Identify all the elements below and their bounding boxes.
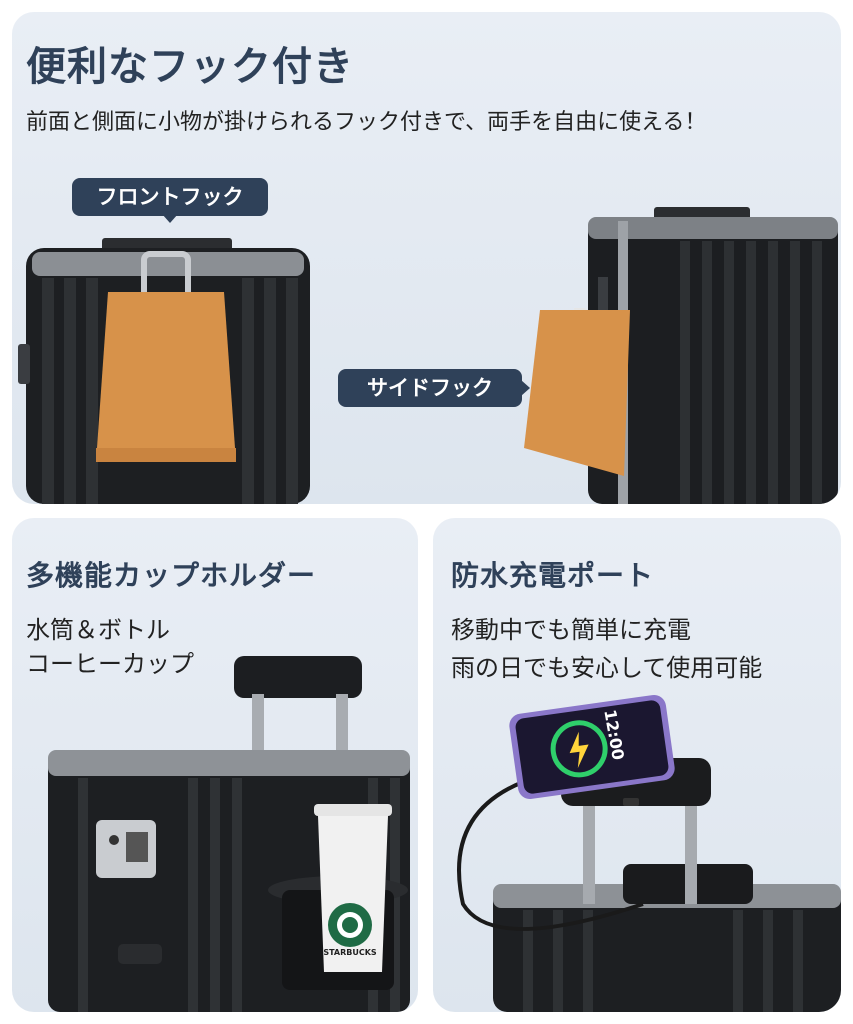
port-title: 防水充電ポート xyxy=(451,559,655,592)
cup-suitcase-illustration xyxy=(48,656,410,1012)
side-bag xyxy=(524,308,630,476)
smartphone xyxy=(509,694,675,800)
starbucks-logo xyxy=(328,903,372,947)
cup-brand-label: STARBUCKS xyxy=(323,948,377,957)
side-tag-pointer xyxy=(521,380,530,396)
hook-feature-panel: 便利なフック付き 前面と側面に小物が掛けられるフック付きで、両手を自由に使える！… xyxy=(12,12,841,504)
cup-line-1: 水筒＆ボトル xyxy=(26,616,170,644)
port-line-2: 雨の日でも安心して使用可能 xyxy=(451,654,763,682)
charging-port-panel: 防水充電ポート 移動中でも簡単に充電 雨の日でも安心して使用可能 12:00 xyxy=(433,518,841,1012)
front-bag xyxy=(96,292,236,462)
cup-line-2: コーヒーカップ xyxy=(26,650,194,678)
usb-port-icon xyxy=(623,798,639,806)
port-line-1: 移動中でも簡単に充電 xyxy=(451,616,691,644)
hook-title: 便利なフック付き xyxy=(26,44,354,90)
side-hook-tag: サイドフック xyxy=(338,369,522,407)
front-hook-tag: フロントフック xyxy=(72,178,268,216)
hook-subtitle: 前面と側面に小物が掛けられるフック付きで、両手を自由に使える！ xyxy=(26,110,707,135)
front-tag-pointer xyxy=(162,214,178,223)
cup-holder-panel: 多機能カップホルダー 水筒＆ボトル コーヒーカップ STARBUCKS xyxy=(12,518,418,1012)
port-suitcase-illustration xyxy=(457,758,841,1012)
cup-title: 多機能カップホルダー xyxy=(26,559,317,592)
